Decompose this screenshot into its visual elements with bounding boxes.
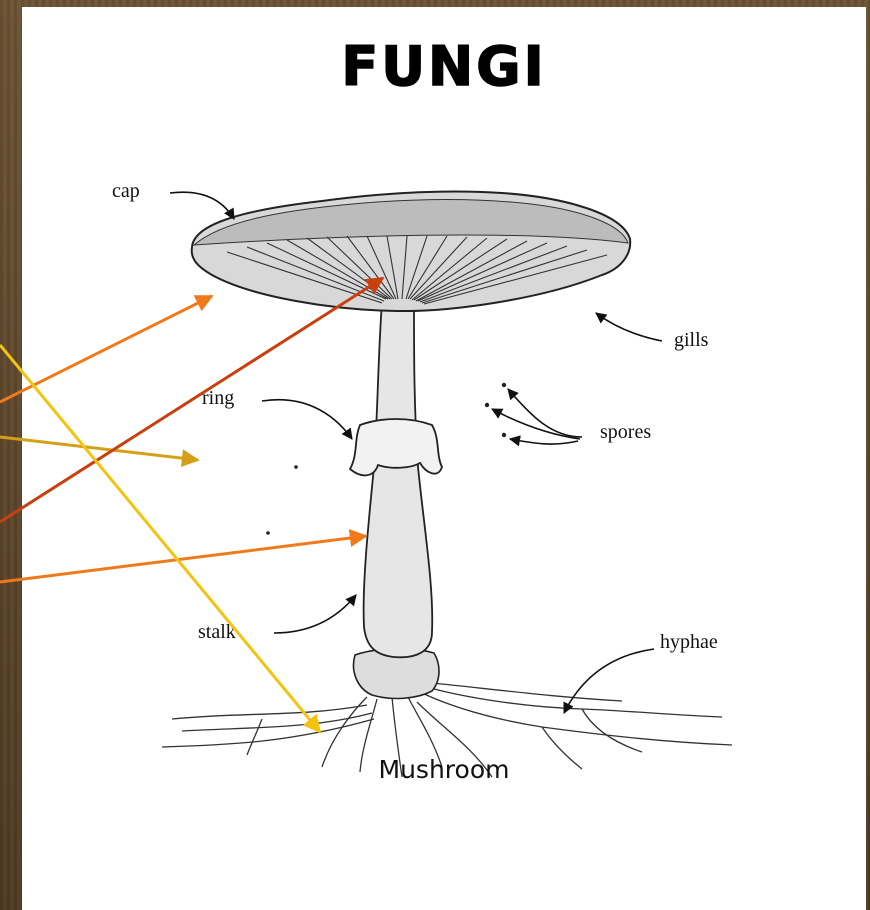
stalk-pointer <box>274 595 356 633</box>
hyphae-pointer <box>564 649 654 713</box>
stalk <box>364 302 433 657</box>
label-cap: cap <box>112 180 140 203</box>
label-stalk: stalk <box>198 621 236 644</box>
diagram-caption: Mushroom <box>22 755 866 784</box>
spores-pointer-1 <box>508 389 582 437</box>
label-gills: gills <box>674 329 708 352</box>
ring <box>350 419 442 475</box>
gills-pointer <box>596 313 662 341</box>
label-hyphae: hyphae <box>660 631 718 654</box>
diagram-card: FUNGI <box>22 7 866 910</box>
ring-pointer <box>262 400 352 439</box>
spores-pointer-3 <box>510 439 578 444</box>
label-spores: spores <box>600 421 651 444</box>
label-ring: ring <box>202 387 234 410</box>
cap-pointer <box>170 192 234 219</box>
